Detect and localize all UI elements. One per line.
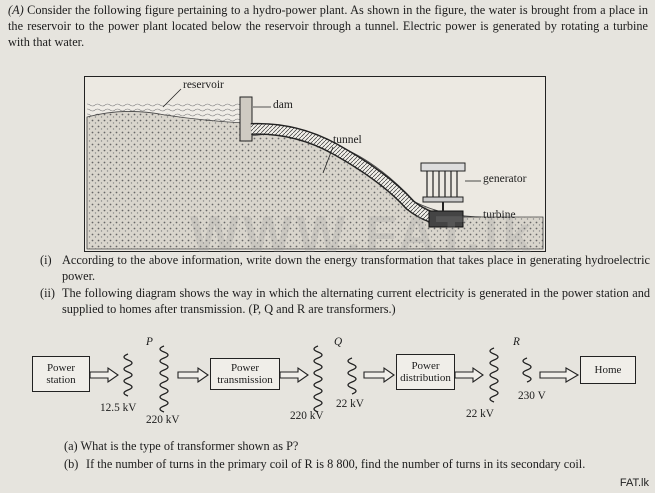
intro-paragraph: (A) Consider the following figure pertai… bbox=[8, 2, 648, 50]
coil-p-primary bbox=[123, 353, 133, 397]
voltage-22kv-r: 22 kV bbox=[466, 408, 494, 420]
turbine-body bbox=[428, 210, 464, 228]
arrow-station-p bbox=[89, 366, 119, 384]
generator-fins bbox=[426, 171, 458, 199]
power-station-box: Power station bbox=[32, 356, 90, 392]
hydro-power-figure: reservoir dam tunnel generator turbine bbox=[84, 76, 546, 252]
coil-r-secondary bbox=[522, 357, 532, 383]
turbine-label: turbine bbox=[483, 209, 516, 221]
voltage-220kv-p: 220 kV bbox=[146, 414, 180, 426]
generator-top bbox=[420, 162, 466, 172]
tunnel-fill bbox=[250, 124, 456, 226]
question-number: (i) bbox=[40, 253, 52, 267]
question-text: According to the above information, writ… bbox=[62, 253, 650, 283]
reservoir-label: reservoir bbox=[183, 79, 224, 91]
intro-text: Consider the following figure pertaining… bbox=[8, 3, 648, 49]
coil-q-secondary bbox=[347, 357, 357, 395]
coil-q-primary bbox=[313, 345, 323, 413]
hydro-power-illustration bbox=[86, 88, 544, 250]
coil-r-primary bbox=[489, 347, 499, 403]
watermark: WWW.FAT.lk bbox=[190, 206, 536, 264]
transformer-p-label: P bbox=[146, 336, 153, 348]
arrow-distribution-r bbox=[454, 366, 484, 384]
voltage-12-5kv: 12.5 kV bbox=[100, 402, 137, 414]
transformer-r-label: R bbox=[513, 336, 520, 348]
subquestion-number: (b) bbox=[64, 457, 79, 471]
home-box: Home bbox=[580, 356, 636, 384]
subquestion-number: (a) bbox=[64, 439, 78, 453]
subquestion-text: What is the type of transformer shown as… bbox=[80, 439, 299, 453]
generator-label: generator bbox=[483, 173, 527, 185]
coil-p-secondary bbox=[159, 345, 169, 413]
subquestion-a: (a) What is the type of transformer show… bbox=[64, 438, 644, 454]
arrow-transmission-q bbox=[279, 366, 309, 384]
subquestion-text: If the number of turns in the primary co… bbox=[86, 457, 586, 471]
arrow-r-home bbox=[539, 367, 580, 383]
question-number: (ii) bbox=[40, 286, 56, 300]
transmission-diagram: Power station Power transmission Power d… bbox=[0, 336, 655, 426]
question-text: The following diagram shows the way in w… bbox=[62, 286, 650, 316]
arrow-p-transmission bbox=[177, 366, 209, 384]
dam-label: dam bbox=[273, 99, 293, 111]
transformer-q-label: Q bbox=[334, 336, 343, 348]
voltage-230v: 230 V bbox=[518, 390, 546, 402]
arrow-q-distribution bbox=[363, 366, 395, 384]
voltage-220kv-q: 220 kV bbox=[290, 410, 324, 422]
tunnel-pointer bbox=[322, 146, 334, 174]
footer-watermark: FAT.lk bbox=[619, 477, 649, 489]
reservoir-pointer bbox=[162, 88, 182, 108]
tunnel-label: tunnel bbox=[333, 134, 362, 146]
dam-wall bbox=[239, 96, 253, 142]
generator-base bbox=[422, 196, 464, 203]
voltage-22kv-q: 22 kV bbox=[336, 398, 364, 410]
power-distribution-box: Power distribution bbox=[396, 354, 455, 390]
question-label: (A) bbox=[8, 3, 24, 17]
power-transmission-box: Power transmission bbox=[210, 358, 280, 390]
diagram-lines bbox=[89, 345, 580, 413]
